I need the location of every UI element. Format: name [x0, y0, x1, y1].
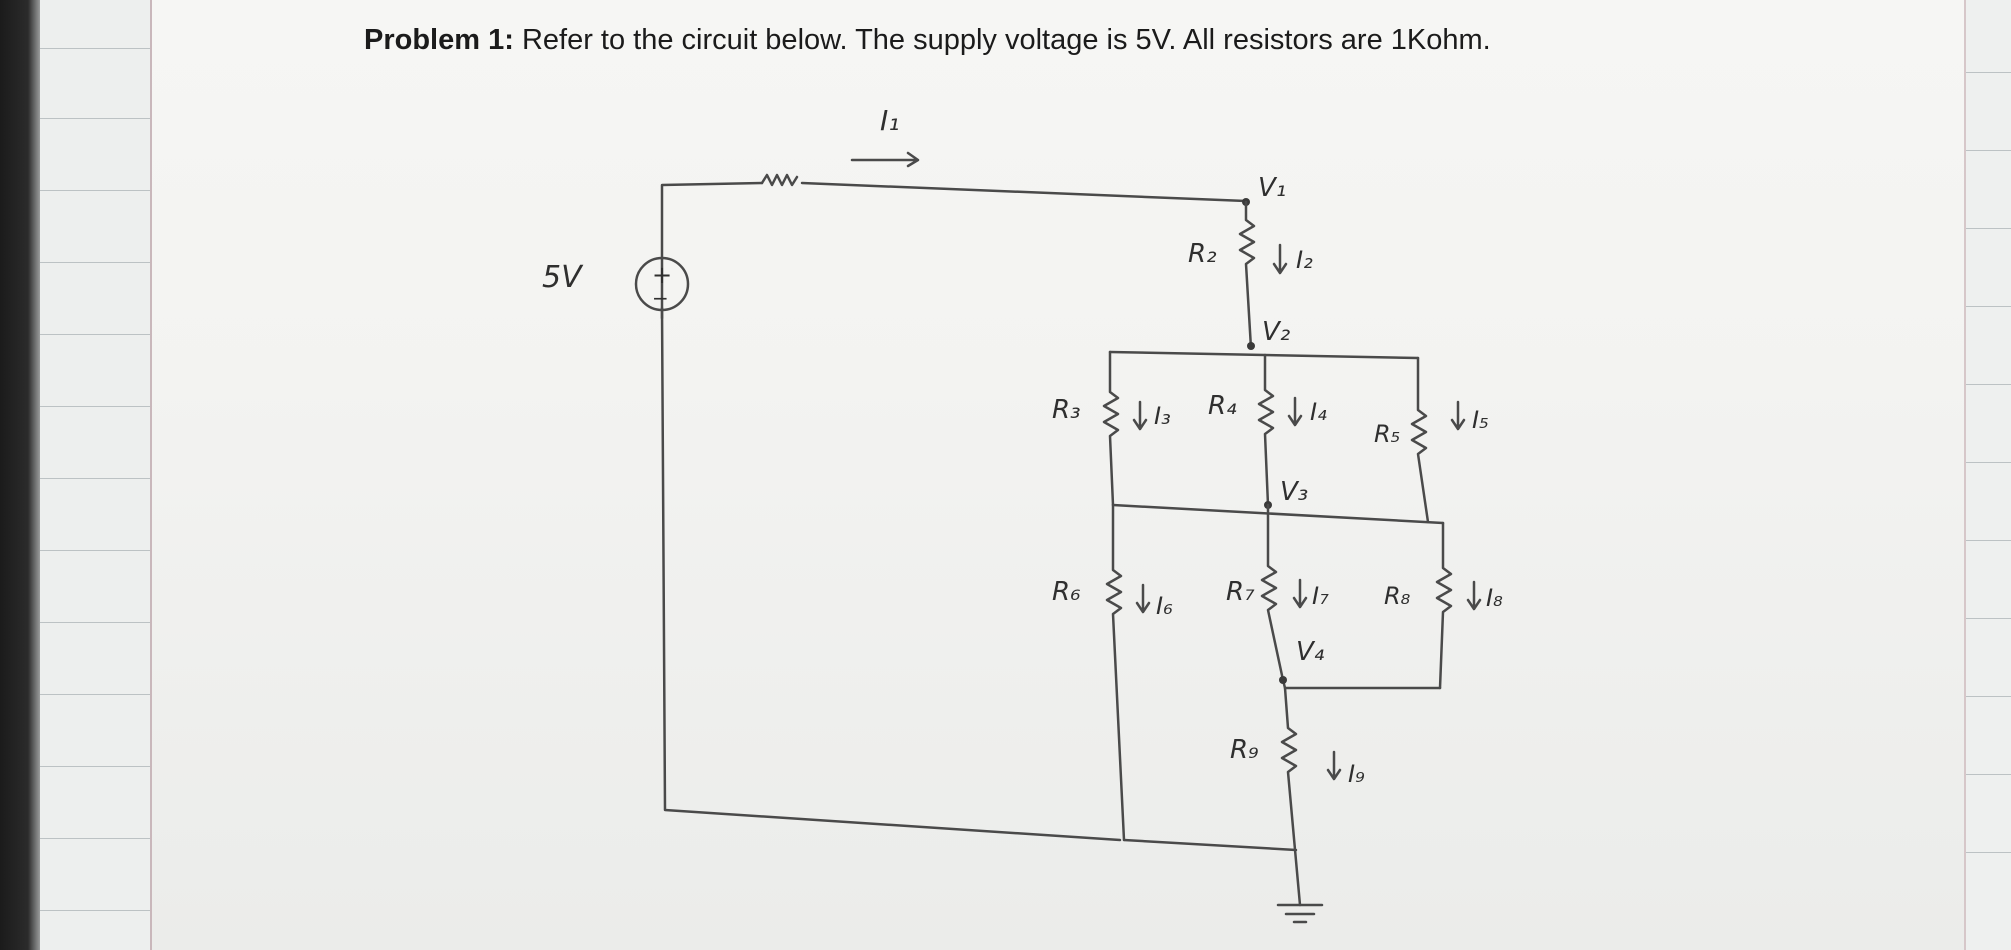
resistor-r9: [1280, 686, 1302, 907]
ruled-paper-right: [1964, 0, 2011, 950]
ruled-paper-left: [40, 0, 152, 950]
label-i8: I₈: [1486, 584, 1503, 612]
wire-bus-v3: [1111, 503, 1445, 525]
resistor-r3: [1102, 350, 1120, 507]
label-r5: R₅: [1374, 420, 1400, 448]
label-i6: I₆: [1156, 592, 1173, 620]
label-v1: V₁: [1258, 173, 1286, 203]
label-r7: R₇: [1226, 577, 1255, 607]
label-r3: R₃: [1052, 395, 1081, 425]
wire-source-to-bottom: [660, 306, 1122, 842]
resistor-r5: [1410, 356, 1430, 524]
problem-statement: Problem 1: Refer to the circuit below. T…: [364, 24, 1491, 57]
label-r2: R₂: [1188, 239, 1217, 269]
arrow-i1: [850, 151, 920, 168]
label-i3: I₃: [1154, 402, 1171, 430]
source-label: 5V: [542, 260, 584, 295]
arrow-i6: [1135, 583, 1151, 614]
node-v2: [1247, 342, 1255, 350]
label-i5: I₅: [1472, 406, 1489, 434]
label-r6: R₆: [1052, 577, 1081, 607]
label-i2: I₂: [1296, 246, 1313, 274]
arrow-i8: [1466, 580, 1482, 611]
wire-top: [800, 181, 1248, 203]
problem-body: Refer to the circuit below. The supply v…: [521, 24, 1491, 56]
label-i9: I₉: [1348, 760, 1365, 788]
voltage-source: [634, 256, 690, 312]
resistor-r1: [760, 173, 799, 187]
label-i7: I₇: [1312, 582, 1329, 610]
label-v2: V₂: [1262, 317, 1290, 347]
resistor-r4: [1257, 353, 1275, 507]
arrow-i9: [1326, 750, 1342, 781]
resistor-r8: [1435, 521, 1453, 690]
label-i1: I₁: [880, 104, 899, 137]
ground-icon: [1276, 903, 1324, 924]
resistor-r2: [1238, 200, 1256, 350]
arrow-i5: [1450, 400, 1466, 431]
wire-bottom-join: [1122, 838, 1298, 852]
label-r9: R₉: [1230, 735, 1259, 765]
label-v3: V₃: [1280, 477, 1308, 507]
problem-heading: Problem 1:: [364, 24, 514, 56]
label-i4: I₄: [1310, 398, 1327, 426]
wire-bus-v4: [1281, 678, 1442, 690]
label-r8: R₈: [1384, 582, 1411, 610]
source-plus: +: [652, 261, 672, 289]
arrow-i7: [1292, 578, 1308, 609]
label-v4: V₄: [1296, 637, 1325, 667]
resistor-r7: [1260, 503, 1285, 682]
wire-left-loop: [660, 181, 764, 320]
arrow-i4: [1287, 396, 1303, 427]
source-minus: −: [652, 286, 669, 310]
node-v4: [1279, 676, 1287, 684]
worksheet: [152, 0, 1966, 950]
arrow-i3: [1132, 400, 1148, 431]
resistor-r6: [1105, 503, 1126, 842]
arrow-i2: [1272, 243, 1288, 275]
photo-edge-shadow: [0, 0, 40, 950]
label-r4: R₄: [1208, 391, 1237, 421]
